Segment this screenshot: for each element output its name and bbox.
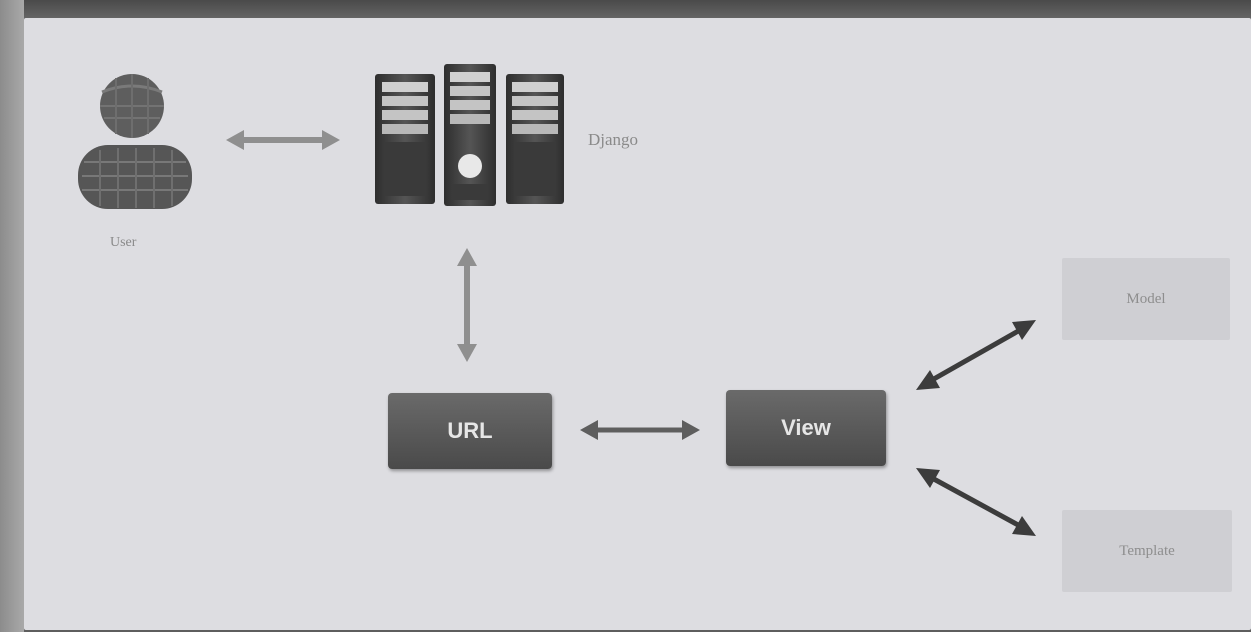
view-box-label: View — [781, 415, 831, 440]
window-frame-left — [0, 0, 24, 632]
arrow-url-view — [580, 420, 700, 440]
url-box: URL — [388, 393, 552, 469]
arrow-user-server — [226, 130, 340, 150]
model-box-label: Model — [1126, 290, 1166, 307]
template-box: Template — [1062, 510, 1232, 592]
arrow-view-model — [916, 320, 1036, 390]
diagram-canvas — [24, 18, 1251, 630]
view-box: View — [726, 390, 886, 466]
arrow-server-url — [457, 248, 477, 362]
server-icon — [375, 64, 564, 206]
server-label: Django — [588, 130, 639, 149]
user-icon — [78, 74, 192, 209]
window-frame-top — [0, 0, 1251, 22]
arrow-view-template — [916, 468, 1036, 536]
url-box-label: URL — [447, 418, 493, 443]
user-label: User — [110, 235, 137, 250]
template-box-label: Template — [1119, 542, 1175, 559]
model-box: Model — [1062, 258, 1230, 340]
